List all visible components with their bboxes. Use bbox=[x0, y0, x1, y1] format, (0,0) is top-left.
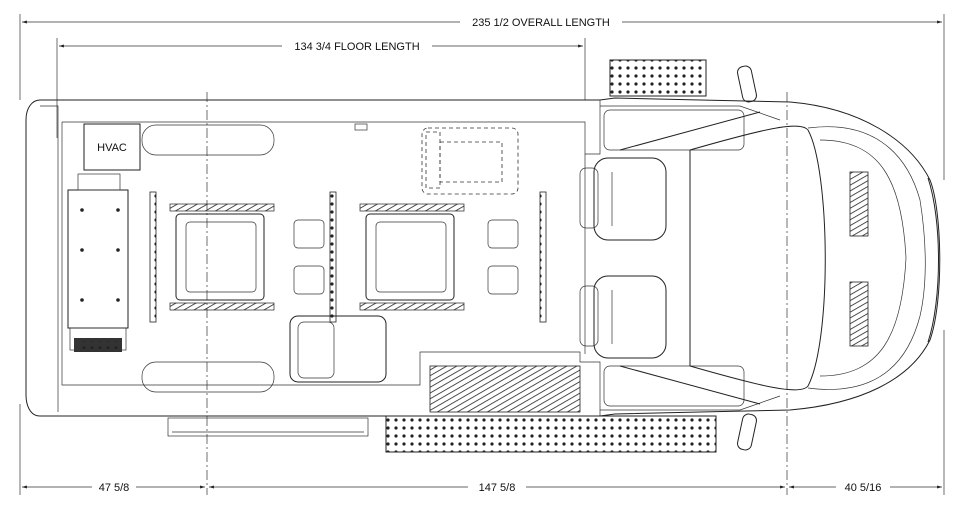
wheelchair-position-1 bbox=[169, 203, 325, 311]
dimension-overall-length: 235 1/2 OVERALL LENGTH bbox=[19, 14, 945, 180]
van-body bbox=[25, 97, 941, 437]
rear-lift-platform bbox=[67, 173, 129, 352]
dimension-floor-length: 134 3/4 FLOOR LENGTH bbox=[56, 38, 586, 138]
driver-seat bbox=[579, 157, 667, 241]
mirror-top bbox=[737, 65, 757, 103]
mirror-bottom bbox=[737, 413, 757, 451]
passenger-seat bbox=[579, 275, 667, 359]
front-overhang-label: 40 5/16 bbox=[845, 482, 882, 494]
floor-length-label: 134 3/4 FLOOR LENGTH bbox=[294, 41, 419, 53]
running-board-side bbox=[385, 415, 717, 453]
overall-length-label: 235 1/2 OVERALL LENGTH bbox=[472, 17, 610, 29]
folding-seat-dashed bbox=[421, 127, 519, 195]
hvac-unit: HVAC bbox=[83, 123, 141, 171]
entry-step bbox=[429, 365, 581, 413]
running-board-top bbox=[609, 59, 707, 97]
rear-overhang-label: 47 5/8 bbox=[99, 482, 130, 494]
cab bbox=[600, 105, 939, 411]
floor-tracks bbox=[149, 191, 547, 323]
hvac-label: HVAC bbox=[97, 142, 127, 154]
side-seat bbox=[289, 315, 387, 383]
wheelbase-label: 147 5/8 bbox=[479, 482, 516, 494]
wheelchair-position-2 bbox=[359, 203, 519, 311]
dimension-bottom: 47 5/8 147 5/8 40 5/16 bbox=[19, 92, 945, 495]
